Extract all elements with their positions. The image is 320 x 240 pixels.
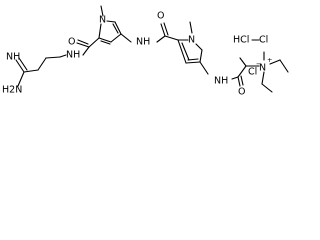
bond-chain-4 — [59, 54, 67, 58]
bond-amide2-ring — [164, 35, 179, 41]
label-amide-nh-1: NH — [66, 50, 80, 61]
label-hydrochloride: HCl — [233, 35, 249, 46]
bond-p1-n-c2 — [98, 23, 102, 39]
label-amine-h2n: H2N — [2, 85, 22, 96]
bond-ethyl2-c — [261, 83, 273, 93]
bond-p2-c4-nh — [199, 61, 209, 75]
bond-amidine-double-a — [15, 59, 25, 73]
bond-p1-n-methyl — [100, 5, 104, 17]
bond-chain-1 — [23, 69, 39, 73]
label-amide-nh-3: NH — [214, 76, 228, 87]
bond-co3-double-a — [237, 76, 241, 87]
bond-p2-n-methyl — [189, 21, 193, 34]
bond-p2-c5-c4 — [199, 49, 203, 63]
bond-co3-double-b — [240, 75, 244, 86]
label-imine-nh: NH — [6, 52, 20, 63]
label-ring-n-1: N — [99, 15, 106, 26]
bond-p2-c3-c2 — [177, 39, 187, 64]
label-hcl-cl: Cl — [259, 35, 268, 46]
bond-p1-c4-c5 — [114, 21, 122, 35]
bond-p1-c3-c4 — [110, 33, 122, 43]
bond-p2-c4-c3 — [185, 61, 201, 64]
bond-p2-n-c5 — [195, 43, 203, 51]
bond-p2-c4-c3-inner — [187, 58, 199, 61]
bond-amide1-ring — [88, 37, 100, 48]
bond-p2-c3-c2-inner — [181, 42, 190, 61]
label-carbonyl-o-2: O — [157, 11, 164, 22]
bond-amide1-n-c — [82, 46, 90, 56]
label-carbonyl-o-1: O — [68, 37, 75, 48]
bond-n-ethyl2 — [261, 71, 265, 85]
bond-amide3-n-c — [231, 76, 239, 80]
bond-calpha-methyl — [239, 57, 247, 67]
bond-p1-c2-c3 — [98, 37, 112, 43]
label-chloride-charge: − — [256, 60, 261, 68]
label-ammonium-n: N — [259, 63, 266, 74]
atom-labels: NH H2N NH O N NH O N NH O N + HCl Cl Cl … — [2, 11, 272, 98]
bond-amidine-nh2 — [17, 71, 25, 87]
bond-p1-c4-c5-inner — [112, 23, 119, 34]
bond-amidine-double-b — [18, 57, 28, 71]
label-ammonium-charge: + — [267, 56, 272, 64]
bond-p1-c4-nh — [120, 33, 132, 43]
bond-co1-double-b — [77, 39, 89, 45]
label-ring-n-2: N — [188, 35, 195, 46]
bond-co2-double-a — [160, 23, 166, 37]
bond-p1-c5-n — [106, 20, 116, 23]
label-chloride-ion: Cl — [248, 67, 257, 78]
bond-ethyl1-c — [279, 59, 289, 73]
bonds — [15, 5, 289, 93]
bond-chain-2 — [37, 57, 47, 71]
label-carbonyl-o-3: O — [238, 87, 245, 98]
bond-n-ethyl1 — [269, 59, 281, 65]
bond-amide2-n-c — [156, 35, 166, 43]
label-amide-nh-2: NH — [136, 37, 150, 48]
molecule-structure: NH H2N NH O N NH O N NH O N + HCl Cl Cl … — [2, 5, 289, 98]
bond-co2-double-b — [163, 22, 169, 36]
bond-co1-double-a — [76, 42, 90, 48]
bond-amide3-calpha — [237, 65, 247, 78]
bond-p1-c2-c3-inner — [100, 40, 111, 45]
bond-chain-3 — [45, 56, 61, 59]
